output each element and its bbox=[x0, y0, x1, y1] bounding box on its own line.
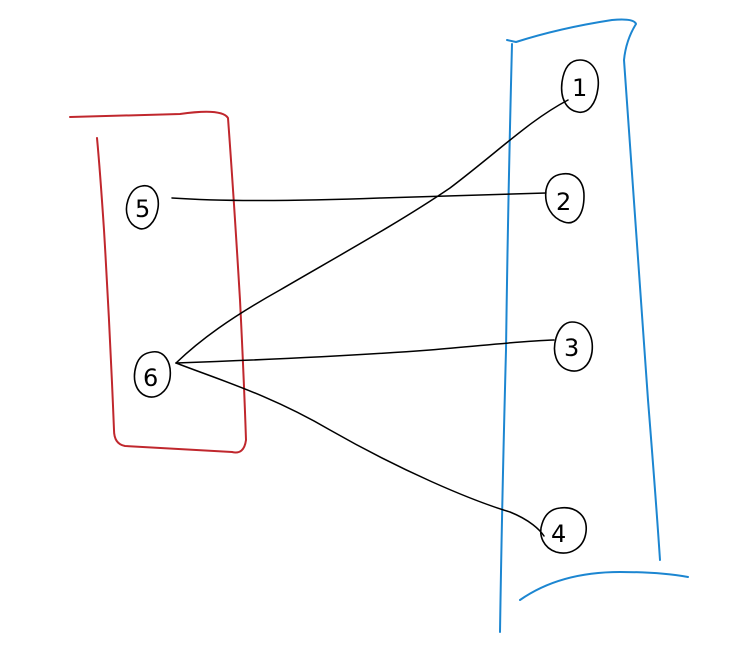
node-6-label: 6 bbox=[143, 364, 158, 392]
node-6: 6 bbox=[133, 351, 172, 398]
node-3-label: 3 bbox=[564, 334, 579, 362]
node-4-label: 4 bbox=[551, 520, 566, 548]
node-3: 3 bbox=[553, 321, 594, 372]
edge-6-4 bbox=[175, 362, 545, 537]
node-1-label: 1 bbox=[572, 74, 587, 102]
node-1-circle bbox=[560, 59, 600, 113]
node-3-circle bbox=[553, 321, 594, 372]
right-group-frame bbox=[499, 18, 689, 633]
edge-5-2 bbox=[171, 192, 547, 202]
node-5-circle bbox=[125, 184, 160, 230]
node-4-circle bbox=[540, 507, 587, 554]
node-4: 4 bbox=[540, 507, 587, 554]
node-5: 5 bbox=[125, 184, 160, 230]
edge-6-3 bbox=[175, 339, 555, 364]
node-2-label: 2 bbox=[556, 188, 571, 216]
edge-6-1 bbox=[175, 99, 569, 364]
left-group-frame bbox=[69, 110, 247, 454]
node-2: 2 bbox=[544, 172, 585, 224]
node-6-circle bbox=[133, 351, 172, 398]
node-2-circle bbox=[544, 172, 585, 224]
node-1: 1 bbox=[560, 59, 600, 113]
node-5-label: 5 bbox=[135, 195, 150, 223]
